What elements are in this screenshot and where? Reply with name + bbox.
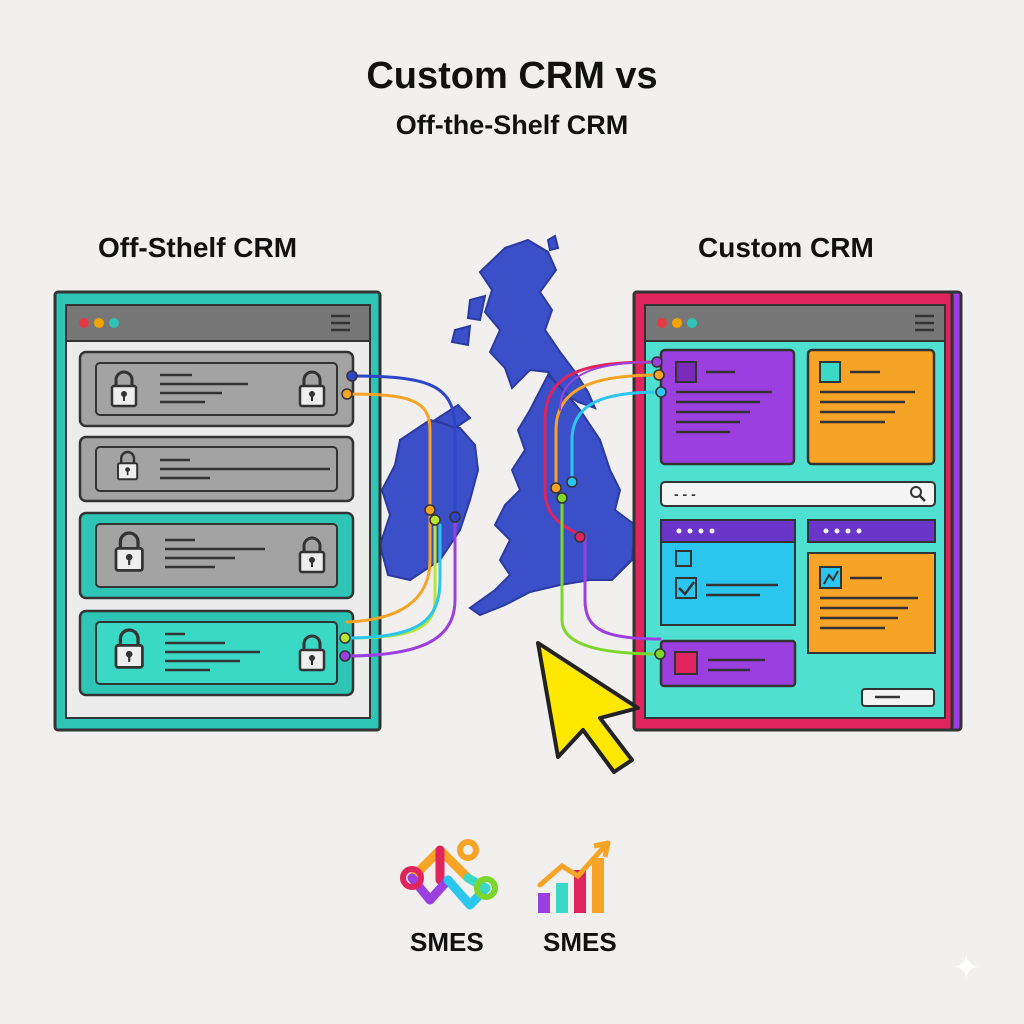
checkbox-icon[interactable]: [675, 550, 692, 567]
lock-icon: [298, 536, 326, 574]
lock-icon: [298, 634, 326, 672]
connector-nodes: [339, 356, 667, 662]
lock-icon: [114, 628, 144, 669]
search-icon[interactable]: [910, 486, 926, 502]
off-the-shelf-crm-window: [53, 290, 382, 732]
window-dot-teal: [687, 318, 697, 328]
lock-icon: [114, 531, 144, 572]
checklist-card[interactable]: [660, 519, 796, 626]
locked-row[interactable]: [78, 350, 355, 428]
window-dot-red: [79, 318, 89, 328]
search-placeholder: - - -: [674, 486, 696, 502]
lock-icon: [298, 370, 326, 408]
network-logo-icon: [400, 839, 498, 910]
left-panel-label: Off-Sthelf CRM: [98, 232, 298, 263]
right-panel-label: Custom CRM: [698, 232, 874, 263]
action-button[interactable]: [861, 688, 935, 707]
window-dot-yellow: [94, 318, 104, 328]
report-card[interactable]: [807, 519, 936, 654]
menu-icon[interactable]: [915, 314, 934, 332]
task-card[interactable]: [659, 639, 797, 688]
window-dot-teal: [109, 318, 119, 328]
locked-row[interactable]: [78, 511, 355, 600]
page-subtitle: Off-the-Shelf CRM: [395, 110, 629, 140]
growth-chart-logo-icon: [537, 840, 611, 913]
locked-row[interactable]: [78, 435, 355, 503]
sparkle-icon: ✦: [952, 949, 981, 987]
lock-icon: [116, 450, 139, 481]
chart-icon: [819, 566, 842, 589]
logo-caption-2: SMES: [543, 927, 617, 957]
orange-card[interactable]: [806, 348, 936, 466]
window-dot-red: [657, 318, 667, 328]
custom-crm-window: - - -: [632, 290, 963, 732]
checkbox-icon[interactable]: [675, 577, 697, 599]
pointer-cursor-icon: [536, 641, 640, 774]
locked-row[interactable]: [78, 609, 355, 697]
lock-icon: [110, 370, 138, 408]
menu-icon[interactable]: [331, 314, 350, 332]
window-dot-yellow: [672, 318, 682, 328]
logo-caption-1: SMES: [410, 927, 484, 957]
purple-card[interactable]: [659, 348, 796, 466]
connector-lines: [343, 360, 663, 658]
page-title: Custom CRM vs: [366, 55, 658, 97]
search-bar[interactable]: - - -: [660, 481, 936, 507]
uk-ireland-map: [378, 234, 637, 617]
